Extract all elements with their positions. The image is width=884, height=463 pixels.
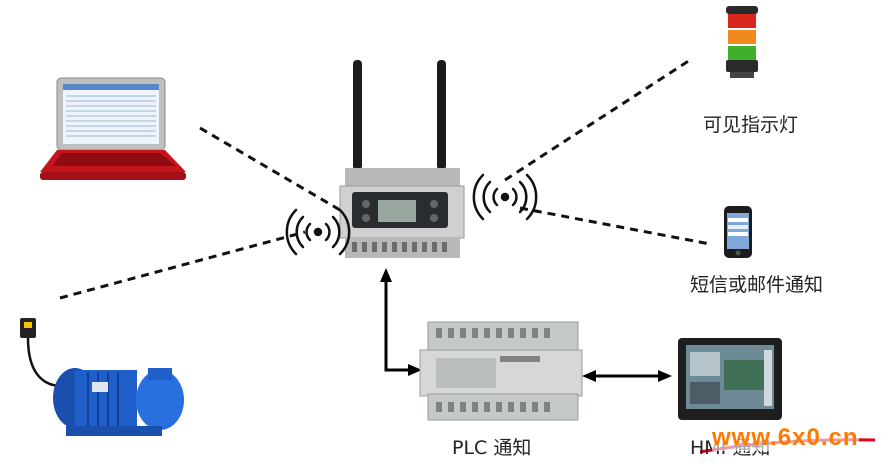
link-laptop (199, 126, 341, 212)
watermark: www.6x0.cn (712, 424, 859, 452)
laptop-icon (40, 77, 186, 180)
link-plc (384, 278, 412, 372)
wireless-links (59, 58, 711, 300)
link-phone (519, 206, 711, 246)
plc-label: PLC 通知 (452, 437, 532, 459)
pump-motor-icon (20, 318, 184, 436)
link-indicator (504, 58, 691, 182)
wireless-signal-icon (472, 173, 538, 221)
plc-icon (419, 321, 583, 421)
smartphone-icon (724, 206, 752, 258)
watermark-text: www.6x0.cn (712, 424, 859, 451)
stack-light-icon (726, 6, 758, 78)
indicator-label: 可见指示灯 (703, 114, 799, 136)
link-sensor (59, 230, 306, 300)
wired-links (380, 268, 672, 382)
hmi-icon (678, 338, 782, 420)
sms-email-label: 短信或邮件通知 (690, 274, 824, 296)
gateway-icon (339, 60, 465, 258)
wireless-signal-icon (285, 208, 351, 256)
